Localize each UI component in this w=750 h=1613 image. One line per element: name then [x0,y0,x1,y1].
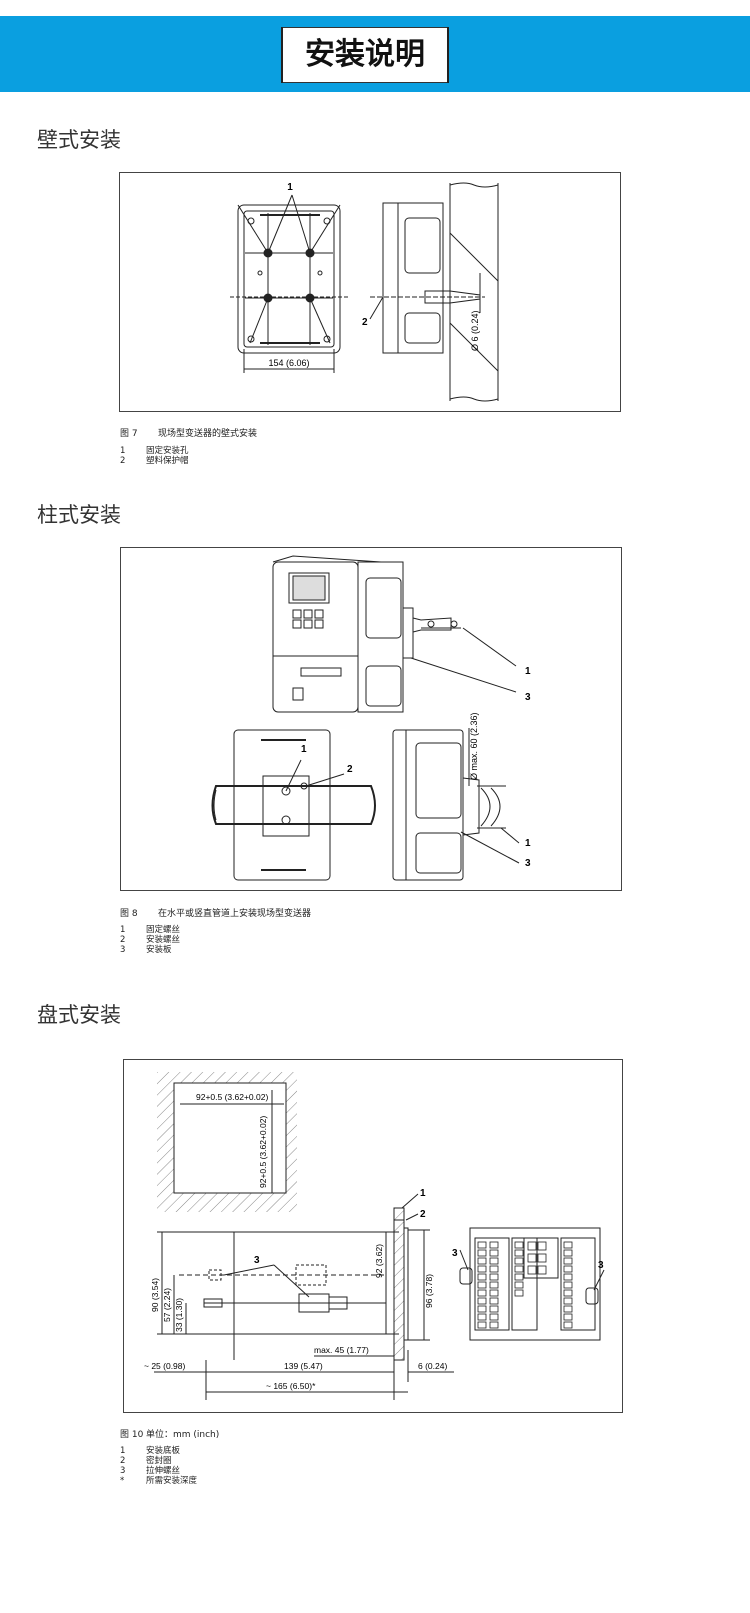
figure-7-caption: 图 7 现场型变送器的壁式安装 [120,426,257,439]
callout-1-top: 1 [525,666,531,677]
callout-2: 2 [420,1209,426,1220]
dim-90: 90 (3.54) [150,1278,160,1312]
title-box: 安装说明 [281,27,449,83]
dim-92: 92 (3.62) [374,1244,384,1278]
callout-1-left: 1 [301,744,307,755]
figure-number: 图 8 [120,909,138,919]
panel-mount-drawing: 92+0.5 (3.62+0.02) 92+0.5 (3.62+0.02) 90… [144,1072,605,1400]
header-banner: 安装说明 [0,16,750,92]
callout-3-rear-left: 3 [452,1248,458,1259]
page-title: 安装说明 [305,37,425,72]
figure-wall-mount: 1 2 154 (6.06) Ø 6 (0.24) [119,172,621,412]
callout-2-left: 2 [347,764,353,775]
callout-1-right: 1 [525,838,531,849]
figure-number: 图 7 [120,429,138,439]
dim-25: ~ 25 (0.98) [144,1361,186,1371]
section-title-pole: 柱式安装 [37,503,121,527]
dim-cutout-height: 92+0.5 (3.62+0.02) [258,1116,268,1188]
callout-1: 1 [287,182,293,193]
pole-mount-drawing: 1 3 1 2 1 3 Ø max. 60 (2.36) [211,555,531,881]
dim-139: 139 (5.47) [284,1361,323,1371]
dim-165: ~ 165 (6.50)* [266,1381,316,1391]
dim-33: 33 (1.30) [174,1298,184,1332]
caption-text: 单位：mm (inch) [146,1430,220,1440]
dim-57: 57 (2.24) [162,1288,172,1322]
caption-text: 在水平或竖直管道上安装现场型变送器 [158,909,312,919]
figure-pole-mount: 1 3 1 2 1 3 Ø max. 60 (2.36) [120,547,622,891]
dim-diameter-6: Ø 6 (0.24) [470,310,480,351]
caption-text: 现场型变送器的壁式安装 [158,429,258,439]
section-title-panel: 盘式安装 [37,1003,121,1027]
dim-max45: max. 45 (1.77) [314,1345,369,1355]
dim-96: 96 (3.78) [424,1274,434,1308]
callout-2: 2 [362,317,368,328]
terminal-rows [477,1241,573,1329]
figure-number: 图 10 [120,1430,144,1440]
callout-3-right: 3 [525,858,531,869]
legend-item: *所需安装深度 [120,1476,198,1486]
figure-panel-mount: 92+0.5 (3.62+0.02) 92+0.5 (3.62+0.02) 90… [123,1059,623,1413]
dim-cutout-width: 92+0.5 (3.62+0.02) [196,1092,268,1102]
dim-6: 6 (0.24) [418,1361,447,1371]
callout-3-rear-right: 3 [598,1260,604,1271]
section-title-wall: 壁式安装 [37,128,121,152]
dim-pipe-diameter: Ø max. 60 (2.36) [469,712,479,780]
callout-1: 1 [420,1188,426,1199]
dim-width-154: 154 (6.06) [268,358,309,368]
figure-8-caption: 图 8 在水平或竖直管道上安装现场型变送器 [120,906,311,919]
callout-3-top: 3 [525,692,531,703]
wall-mount-drawing: 1 2 154 (6.06) Ø 6 (0.24) [230,182,499,402]
callout-3-left: 3 [254,1255,260,1266]
